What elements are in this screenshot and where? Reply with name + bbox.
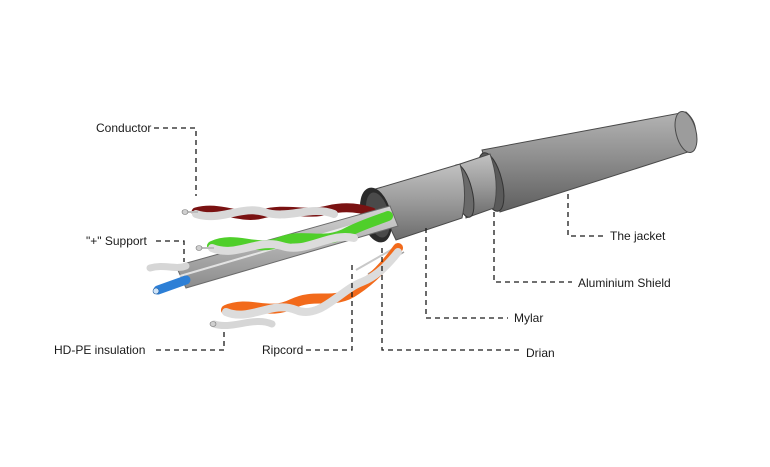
leader-shield (493, 212, 572, 283)
label-mylar: Mylar (514, 311, 544, 325)
wire-blue (146, 262, 191, 295)
label-conductor: Conductor (96, 121, 152, 135)
leader-mylar (425, 228, 508, 319)
label-shield: Aluminium Shield (578, 276, 671, 290)
leader-ripcord (306, 262, 353, 351)
leader-conductor (154, 127, 197, 196)
wire-pair-orange (209, 243, 403, 329)
leader-jacket (567, 194, 606, 237)
label-drain: Drian (526, 346, 555, 360)
label-jacket: The jacket (610, 229, 666, 243)
leader-insulation (156, 330, 225, 351)
label-insulation: HD-PE insulation (54, 343, 146, 357)
leader-support (156, 240, 185, 262)
jacket-layer (477, 110, 698, 213)
label-support: "+" Support (86, 234, 147, 248)
leader-lines (154, 127, 606, 351)
leader-drain (381, 248, 520, 351)
wire-pair-green (195, 211, 393, 255)
label-ripcord: Ripcord (262, 343, 304, 357)
wire-pair-red (181, 203, 377, 221)
